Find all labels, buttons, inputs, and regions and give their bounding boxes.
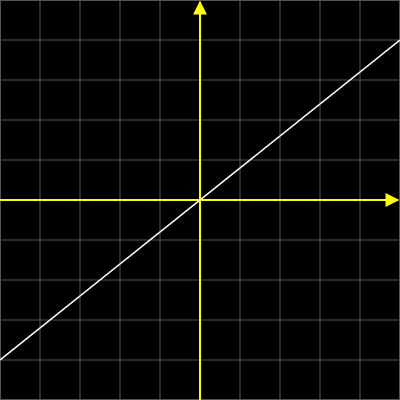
series-group <box>0 39 400 361</box>
series-line <box>0 39 400 361</box>
